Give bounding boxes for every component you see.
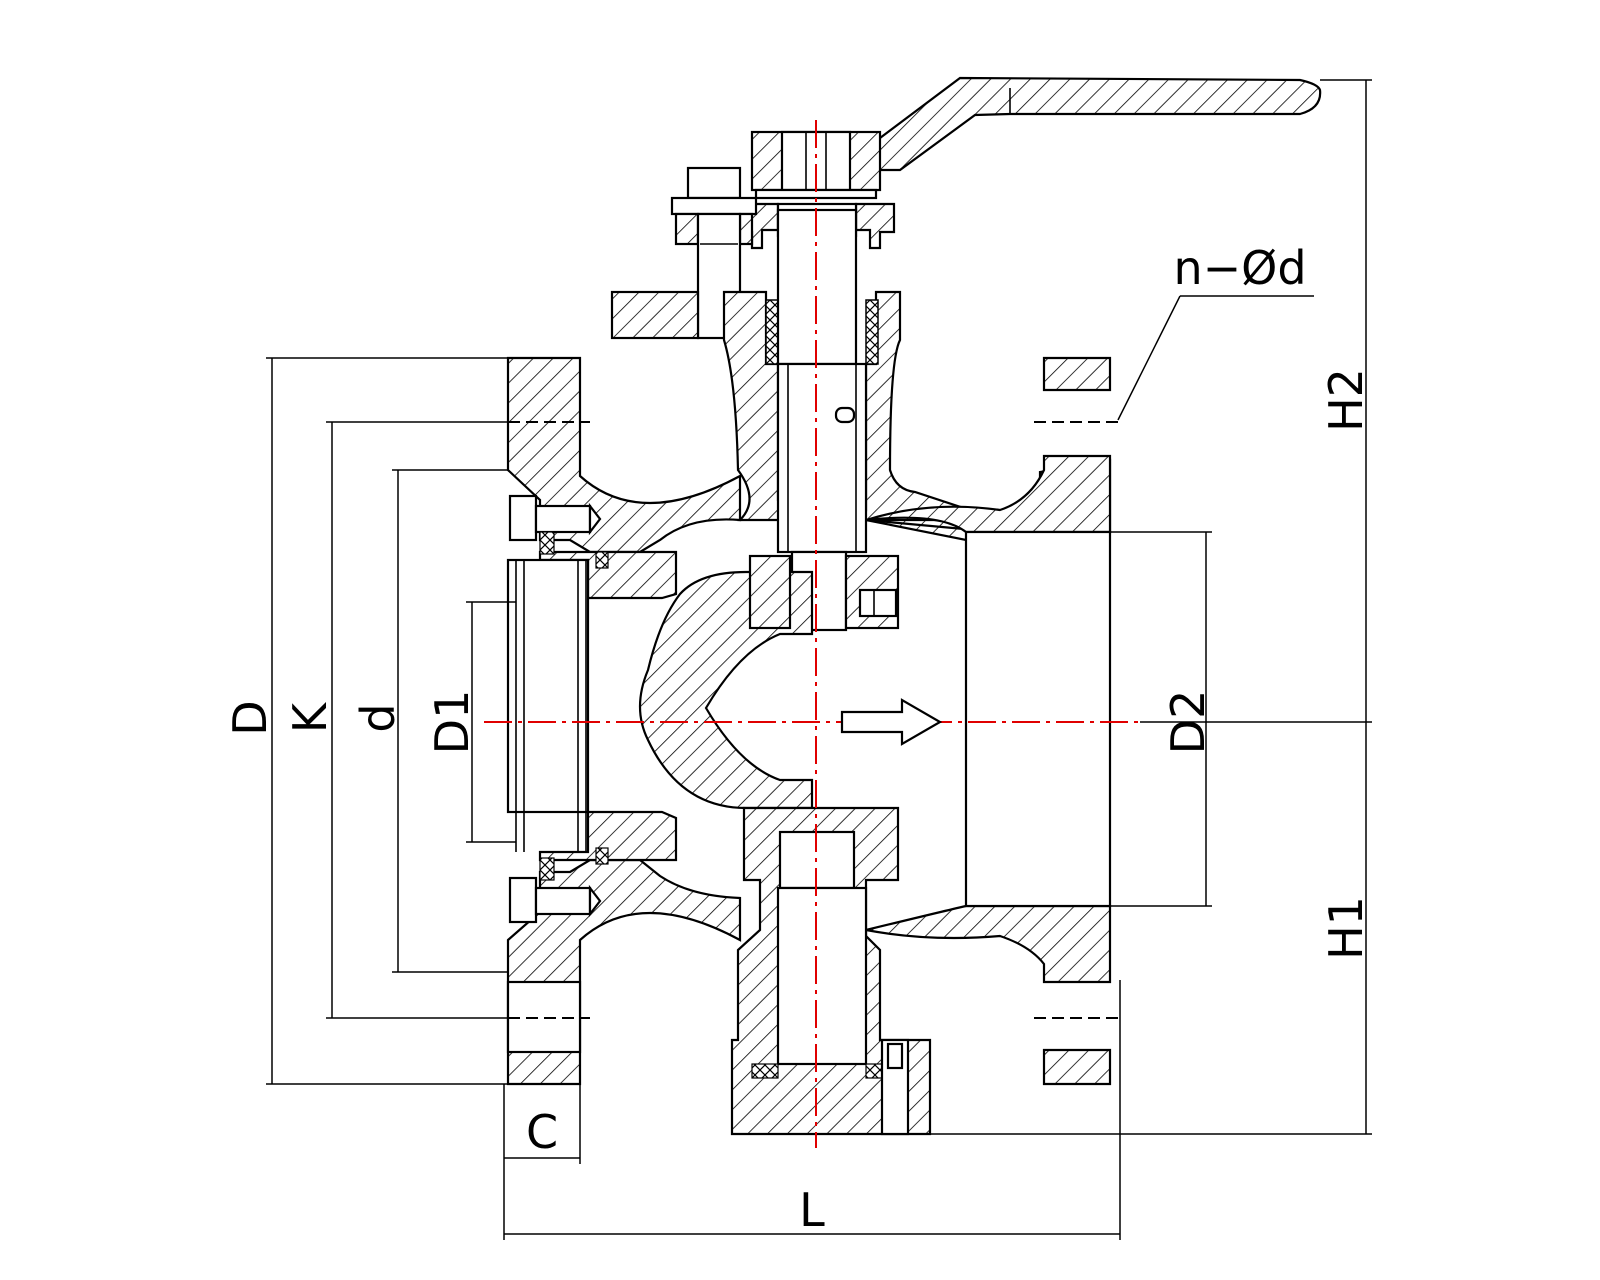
seat-seals xyxy=(539,531,609,881)
center-lines xyxy=(484,120,1140,1148)
flow-arrow xyxy=(840,698,943,746)
label-H1: H1 xyxy=(1319,896,1373,960)
label-D2: D2 xyxy=(1161,690,1215,755)
lever-handle xyxy=(870,76,1322,172)
right-body xyxy=(865,356,1112,1086)
label-D1: D1 xyxy=(425,690,479,755)
label-L: L xyxy=(799,1183,825,1237)
label-D: D xyxy=(223,700,277,735)
left-end-insert xyxy=(506,550,678,862)
label-n-phi-d: n−Ød xyxy=(1173,241,1306,295)
label-K: K xyxy=(283,701,337,733)
dimension-lines xyxy=(266,79,1372,1240)
dimension-labels: D K d D1 D2 H2 H1 C L n−Ød xyxy=(223,241,1373,1237)
left-flange xyxy=(506,356,742,1086)
bolt-hole-lines xyxy=(508,421,1120,1019)
label-d: d xyxy=(351,703,405,732)
lower-trunnion xyxy=(730,806,932,1136)
trunnion-screw xyxy=(858,588,898,618)
stem-packing xyxy=(765,299,879,365)
label-H2: H2 xyxy=(1319,368,1373,432)
stop-plate xyxy=(610,290,700,340)
left-bolts xyxy=(508,494,602,924)
label-C: C xyxy=(526,1105,558,1159)
